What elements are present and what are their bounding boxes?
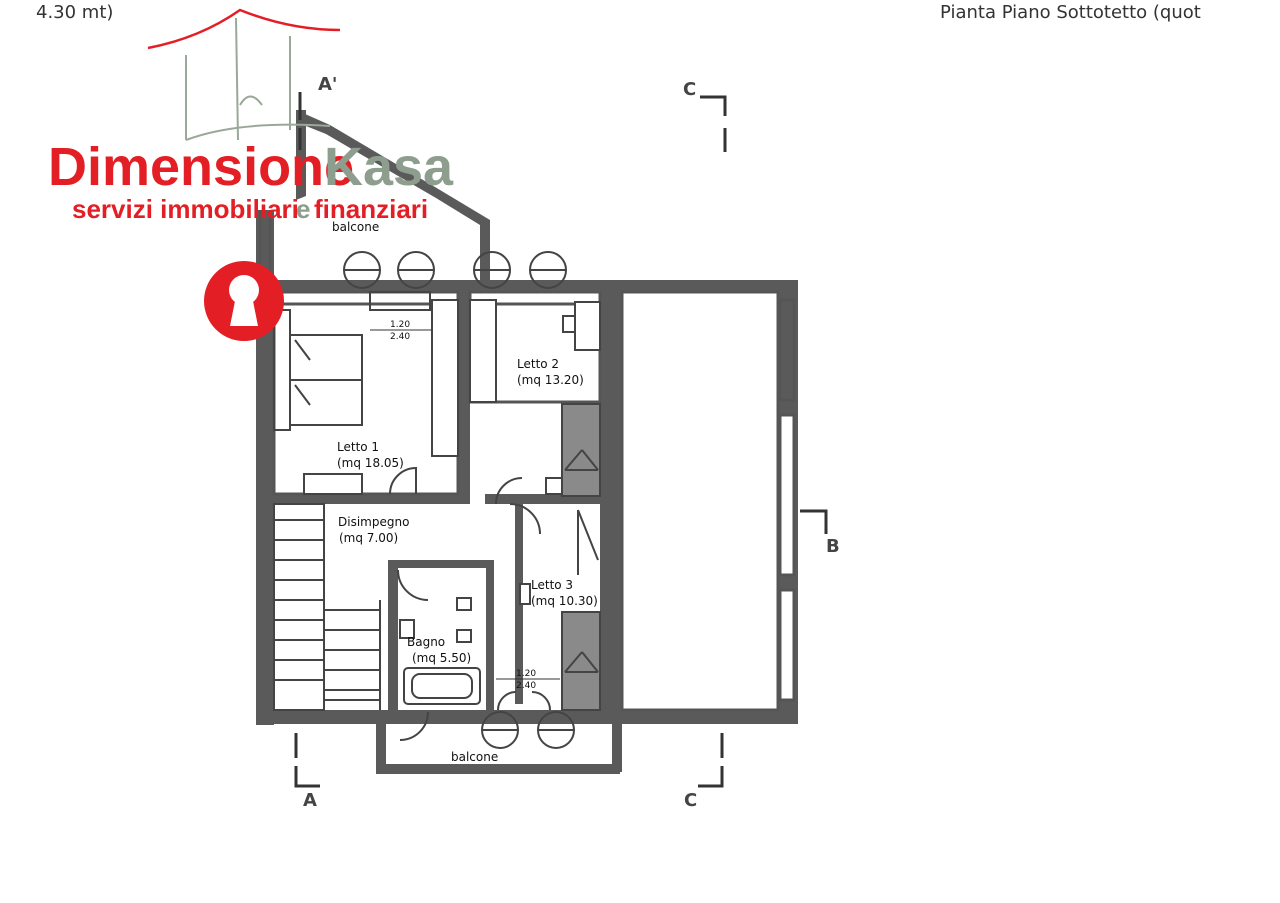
- section-label-c-bottom: C: [684, 790, 697, 811]
- logo-name-part1: Dimensione: [48, 137, 354, 197]
- room-area-letto1: (mq 18.05): [337, 456, 404, 470]
- brand-logo: Dimensione Kasa servizi immobiliari e fi…: [48, 8, 454, 341]
- room-area-bagno: (mq 5.50): [412, 651, 471, 665]
- section-markers: [294, 92, 828, 788]
- dimension-h1-top: 1.20: [390, 320, 410, 330]
- logo-tagline-e: e: [296, 194, 310, 224]
- section-label-b: B: [826, 536, 840, 557]
- room-area-disimpegno: (mq 7.00): [339, 531, 398, 545]
- room-label-disimpegno: Disimpegno: [338, 515, 409, 529]
- room-label-bagno: Bagno: [407, 635, 445, 649]
- section-label-c-top: C: [683, 79, 696, 100]
- logo-tagline-part2: finanziari: [314, 194, 428, 224]
- roof-icon: [147, 8, 341, 141]
- section-label-a-top: A': [318, 74, 337, 95]
- room-area-letto2: (mq 13.20): [517, 373, 584, 387]
- roof-hatch: [564, 449, 599, 673]
- staircase: [273, 503, 381, 711]
- room-label-letto2: Letto 2: [517, 357, 559, 371]
- dimension-h2-top: 1.20: [516, 669, 536, 679]
- room-label-letto3: Letto 3: [531, 578, 573, 592]
- keyhole-icon: [204, 261, 284, 341]
- room-area-letto3: (mq 10.30): [531, 594, 598, 608]
- logo-name-part2: Kasa: [324, 137, 454, 197]
- section-label-a-bottom: A: [303, 790, 317, 811]
- dimension-h1-bottom: 2.40: [390, 332, 410, 342]
- bathroom-fixtures: [399, 583, 531, 705]
- room-label-balcone-bottom: balcone: [451, 750, 498, 764]
- walls: [256, 110, 798, 774]
- wardrobes: [303, 299, 601, 711]
- dimension-h2-bottom: 2.40: [516, 681, 536, 691]
- caption-left: 4.30 mt): [36, 2, 114, 23]
- bed: [273, 309, 363, 431]
- room-label-letto1: Letto 1: [337, 440, 379, 454]
- caption-right: Pianta Piano Sottotetto (quot: [940, 2, 1201, 23]
- door-swings: [343, 251, 575, 749]
- room-label-balcone-top: balcone: [332, 220, 379, 234]
- logo-tagline-part1: servizi immobiliari: [72, 194, 299, 224]
